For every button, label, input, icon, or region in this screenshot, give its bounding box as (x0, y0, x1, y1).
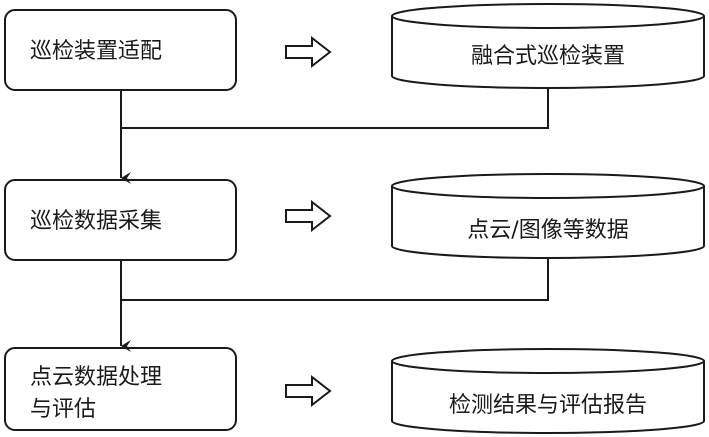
step-label-collect: 巡检数据采集 (30, 209, 162, 234)
step-label-process-line1: 点云数据处理 (30, 365, 162, 390)
hollow-arrow-icon (285, 35, 332, 69)
connector-2 (120, 258, 549, 352)
output-label-data: 点云/图像等数据 (467, 218, 628, 243)
output-cylinder-device: 融合式巡检装置 (391, 3, 705, 89)
step-label-process-line2: 与评估 (30, 397, 96, 422)
output-cylinder-data: 点云/图像等数据 (391, 173, 705, 259)
output-cylinder-report: 检测结果与评估报告 (391, 348, 705, 434)
hollow-arrow-icon (285, 374, 332, 408)
step-label-adapt: 巡检装置适配 (30, 39, 162, 64)
hollow-arrow-icon (285, 199, 332, 233)
step-box-process: 点云数据处理 与评估 (4, 347, 237, 431)
connector-1 (120, 88, 549, 184)
output-label-report: 检测结果与评估报告 (449, 393, 647, 418)
step-box-adapt: 巡检装置适配 (4, 9, 237, 91)
output-label-device: 融合式巡检装置 (471, 44, 625, 69)
step-box-collect: 巡检数据采集 (4, 179, 237, 261)
